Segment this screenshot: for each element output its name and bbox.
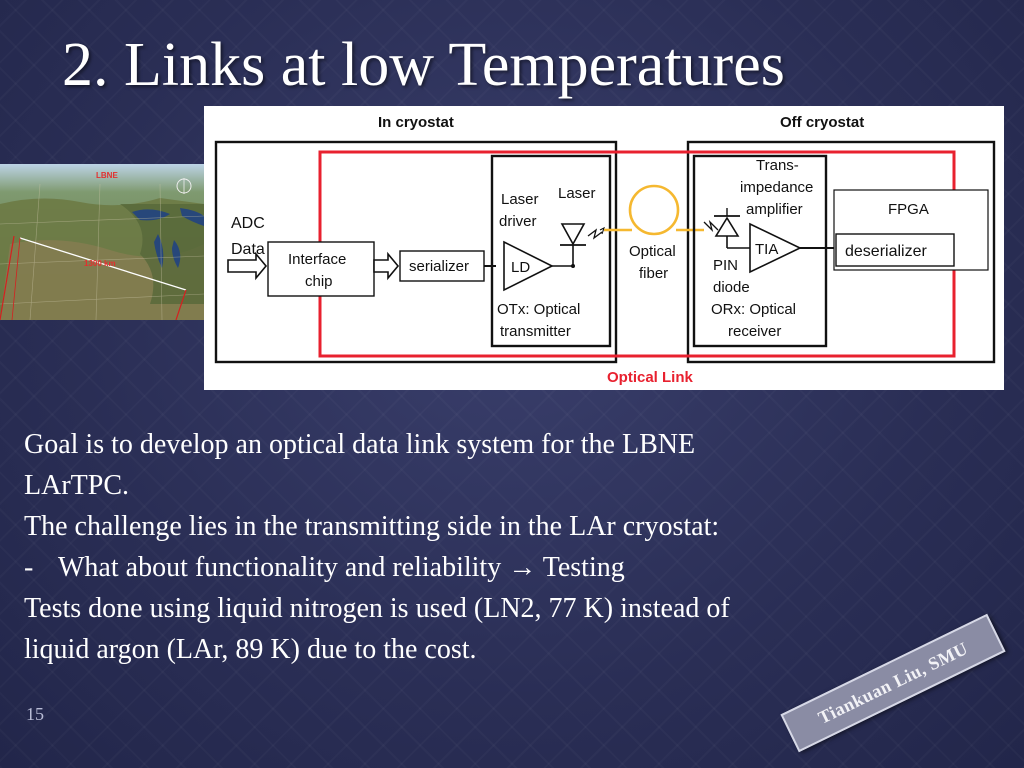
interface-arrow bbox=[373, 251, 400, 281]
body-line-5: Tests done using liquid nitrogen is used… bbox=[24, 593, 730, 624]
tia-label-1: Trans- bbox=[756, 157, 799, 174]
orx-box bbox=[692, 154, 828, 348]
slide-title: 2. Links at low Temperatures bbox=[62, 31, 785, 99]
body-line-1: Goal is to develop an optical data link … bbox=[24, 429, 696, 460]
optical-link-label: Optical Link bbox=[607, 369, 694, 386]
pin-label-2: diode bbox=[713, 279, 750, 296]
pin-diode-icon bbox=[714, 216, 740, 237]
tia-label-3: amplifier bbox=[746, 201, 803, 218]
interface-chip-label-1: Interface bbox=[288, 251, 346, 268]
interface-chip-box bbox=[267, 241, 375, 297]
ld-label: LD bbox=[511, 259, 530, 276]
laser-driver-label-1: Laser bbox=[501, 191, 539, 208]
optical-link-diagram: In cryostat Off cryostat Optical Link AD… bbox=[204, 106, 1004, 390]
fpga-label: FPGA bbox=[888, 201, 929, 218]
page-number: 15 bbox=[26, 704, 44, 724]
tia-label-2: impedance bbox=[740, 179, 813, 196]
lbne-map-image: LBNE 1300 km bbox=[0, 164, 204, 320]
body-line-2: LArTPC. bbox=[24, 470, 129, 501]
in-cryostat-label: In cryostat bbox=[378, 114, 454, 131]
map-distance: 1300 km bbox=[84, 259, 116, 268]
bullet-item: - What about functionality and reliabili… bbox=[24, 547, 984, 588]
laser-diode-icon bbox=[560, 223, 586, 246]
bullet-text: What about functionality and reliability… bbox=[58, 552, 625, 583]
otx-label-2: transmitter bbox=[500, 323, 571, 340]
adc-label-2: Data bbox=[231, 241, 265, 258]
orx-label-1: ORx: Optical bbox=[711, 301, 796, 318]
adc-label-1: ADC bbox=[231, 215, 265, 232]
otx-label-1: OTx: Optical bbox=[497, 301, 580, 318]
off-cryostat-box bbox=[686, 140, 996, 364]
optical-fiber-label-2: fiber bbox=[639, 265, 668, 282]
bullet-dash: - bbox=[24, 552, 34, 583]
body-line-3: The challenge lies in the transmitting s… bbox=[24, 511, 720, 542]
interface-chip-label-2: chip bbox=[305, 273, 333, 290]
body-text: Goal is to develop an optical data link … bbox=[24, 424, 984, 670]
in-cryostat-box bbox=[214, 140, 618, 364]
deserializer-box bbox=[835, 233, 955, 267]
off-cryostat-label: Off cryostat bbox=[780, 114, 864, 131]
laser-driver-label-2: driver bbox=[499, 213, 537, 230]
optical-fiber-coil bbox=[604, 184, 704, 236]
serializer-label: serializer bbox=[409, 258, 469, 275]
pin-label-1: PIN bbox=[713, 257, 738, 274]
laser-label: Laser bbox=[558, 185, 596, 202]
orx-label-2: receiver bbox=[728, 323, 781, 340]
optical-fiber-label-1: Optical bbox=[629, 243, 676, 260]
map-label: LBNE bbox=[96, 171, 118, 180]
adc-arrow bbox=[227, 251, 268, 281]
otx-box bbox=[490, 154, 612, 348]
serializer-box bbox=[399, 250, 485, 282]
body-line-6: liquid argon (LAr, 89 K) due to the cost… bbox=[24, 634, 477, 665]
tia-label: TIA bbox=[755, 241, 778, 258]
deserializer-label: deserializer bbox=[845, 243, 927, 260]
ld-amplifier bbox=[503, 240, 554, 292]
tia-amplifier bbox=[749, 222, 802, 274]
